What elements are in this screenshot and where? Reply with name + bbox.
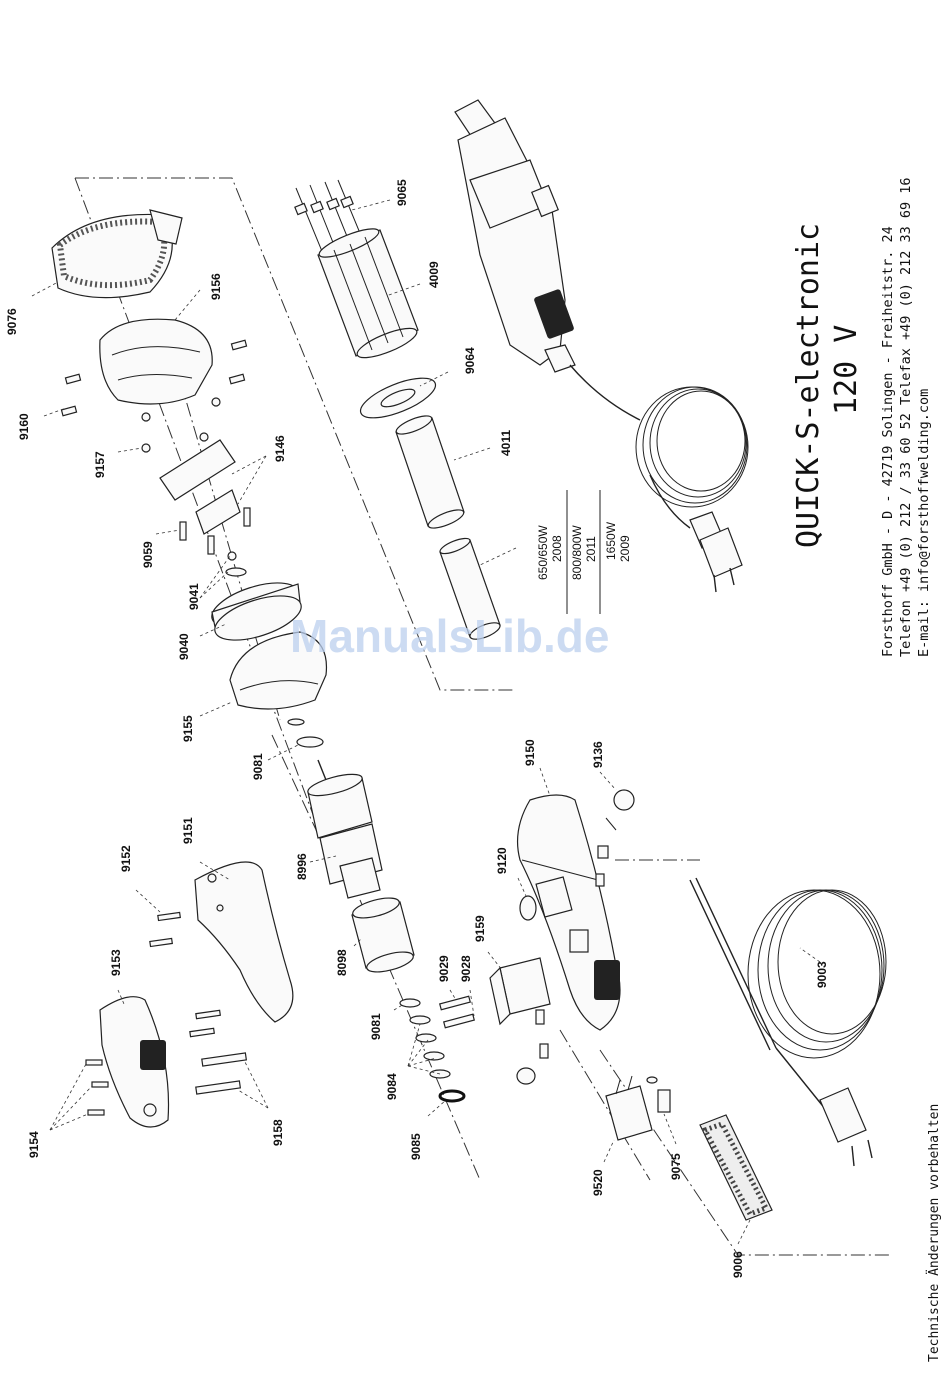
part-label-9028: 9028 (459, 955, 473, 982)
heater-assembly (294, 179, 501, 640)
wattage-row3-watts: 1650W (604, 521, 618, 560)
housing-fan-assembly (51, 209, 328, 748)
part-label-9155: 9155 (181, 715, 195, 742)
part-label-9075: 9075 (669, 1153, 683, 1180)
main-housing-assembly (438, 789, 887, 1221)
part-label-9084: 9084 (385, 1073, 399, 1100)
part-label-9085: 9085 (409, 1133, 423, 1160)
part-label-8996: 8996 (295, 853, 309, 880)
part-label-9520: 9520 (591, 1169, 605, 1196)
part-label-9150: 9150 (523, 739, 537, 766)
company-phone: Telefon +49 (0) 212 / 33 60 52 Telefax +… (898, 177, 914, 657)
part-label-9151: 9151 (181, 817, 195, 844)
wattage-row2-watts: 800/800W (570, 525, 584, 580)
part-label-9081-upper: 9081 (251, 753, 265, 780)
title-block: QUICK-S-electronic 120 V Forsthoff GmbH … (791, 177, 932, 657)
part-label-9081-lower: 9081 (369, 1013, 383, 1040)
company-address: Forsthoff GmbH - D - 42719 Solingen - Fr… (880, 226, 896, 657)
part-label-9064: 9064 (463, 347, 477, 374)
product-voltage: 120 V (829, 325, 864, 415)
part-label-9059: 9059 (141, 541, 155, 568)
leader-lines (31, 199, 821, 1245)
motor-assembly (307, 759, 466, 1103)
wattage-row1-watts: 650/650W (536, 525, 550, 580)
part-label-9153: 9153 (109, 949, 123, 976)
wattage-table: 650/650W 2008 800/800W 2011 1650W 2009 (536, 490, 632, 614)
part-label-9159: 9159 (473, 915, 487, 942)
part-label-8098: 8098 (335, 949, 349, 976)
part-label-9158: 9158 (271, 1119, 285, 1146)
footer-note: Technische Änderungen vorbehalten (926, 1104, 942, 1362)
part-label-9029: 9029 (437, 955, 451, 982)
part-label-9120: 9120 (495, 847, 509, 874)
part-label-9156: 9156 (209, 273, 223, 300)
part-label-9006: 9006 (731, 1251, 745, 1278)
part-label-9157: 9157 (93, 451, 107, 478)
wattage-row2-code: 2011 (584, 536, 598, 562)
part-label-9040: 9040 (177, 633, 191, 660)
watermark: ManualsLib.de (290, 610, 609, 662)
wattage-row1-code: 2008 (550, 535, 564, 562)
part-label-9146: 9146 (273, 435, 287, 462)
part-label-9136: 9136 (591, 741, 605, 768)
part-label-9160: 9160 (17, 413, 31, 440)
product-title: QUICK-S-electronic (791, 223, 826, 548)
company-email: E-mail: info@forsthoffwelding.com (916, 389, 932, 657)
part-label-9065: 9065 (395, 179, 409, 206)
wattage-row3-code: 2009 (618, 535, 632, 562)
part-label-9003: 9003 (815, 961, 829, 988)
part-label-4011: 4011 (499, 430, 513, 456)
handle-shells (85, 861, 294, 1128)
part-number-labels: 9076 9156 9160 9157 9146 9059 9041 9040 … (5, 179, 829, 1278)
part-label-9041: 9041 (187, 583, 201, 610)
assembled-tool-illustration (454, 99, 749, 593)
part-label-9154: 9154 (27, 1131, 41, 1158)
part-label-9076: 9076 (5, 308, 19, 335)
part-label-9152: 9152 (119, 845, 133, 872)
part-label-4009: 4009 (427, 261, 441, 288)
